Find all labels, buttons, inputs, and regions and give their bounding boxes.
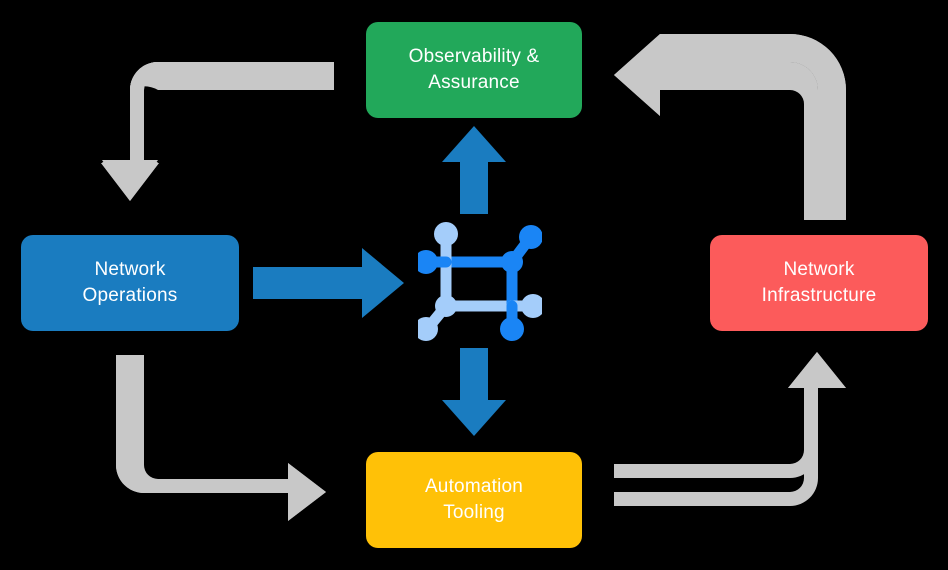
gray-arrow-automation-to-infrastructure [614, 352, 846, 506]
gray-arrow-observability-to-operations [101, 62, 334, 201]
node-label-observability: Observability & Assurance [408, 46, 540, 93]
node-box-observability[interactable]: Observability & Assurance [366, 22, 582, 118]
node-box-operations[interactable]: Network Operations [21, 235, 239, 331]
node-box-automation[interactable]: Automation Tooling [366, 452, 582, 548]
blue-arrow-down [442, 348, 506, 436]
network-topology-icon [418, 222, 542, 341]
node-label-automation: Automation Tooling [424, 476, 524, 523]
blue-arrow-up [442, 126, 506, 214]
node-label-infrastructure: Network Infrastructure [761, 259, 877, 306]
node-box-infrastructure[interactable]: Network Infrastructure [710, 235, 928, 331]
gray-arrow-operations-to-automation [116, 355, 326, 521]
blue-arrow-right [253, 248, 404, 318]
node-label-operations: Network Operations [82, 259, 178, 306]
gray-arrow-infrastructure-to-observability [614, 34, 846, 220]
